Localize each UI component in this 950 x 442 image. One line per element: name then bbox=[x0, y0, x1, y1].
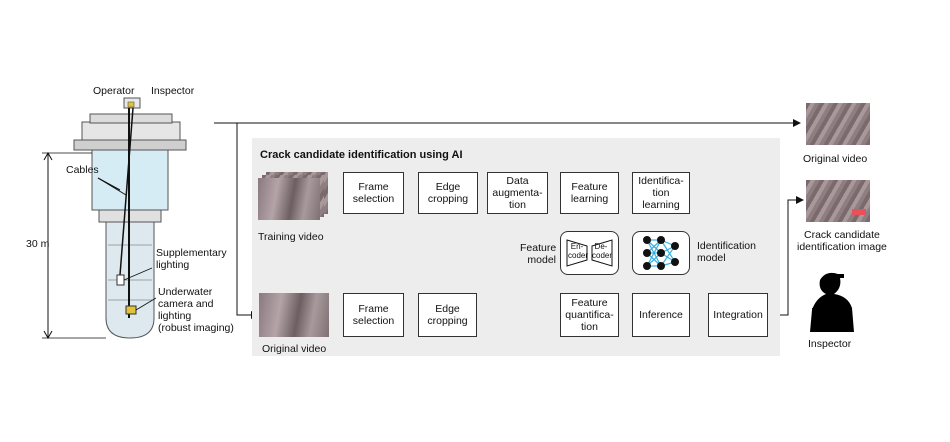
crack-image-label: Crack candidate identification image bbox=[797, 229, 887, 253]
feature-quantification-box: Feature quantifica- tion bbox=[560, 293, 619, 337]
feature-model-box bbox=[560, 231, 619, 275]
data-augmentation-box: Data augmenta- tion bbox=[487, 172, 548, 214]
edge-cropping-box-top: Edge cropping bbox=[418, 172, 478, 214]
decoder-label: De- coder bbox=[592, 242, 613, 260]
inspector-label: Inspector bbox=[808, 338, 852, 350]
training-video-thumb bbox=[258, 178, 320, 220]
edge-cropping-box-bottom: Edge cropping bbox=[418, 293, 477, 337]
underwater-camera-icon bbox=[125, 305, 137, 315]
panel-title: Crack candidate identification using AI bbox=[260, 149, 463, 161]
cables-label: Cables bbox=[66, 164, 99, 176]
original-video-thumb bbox=[259, 293, 329, 337]
output-original-video-label: Original video bbox=[803, 153, 868, 165]
integration-box: Integration bbox=[708, 293, 768, 337]
inspector-top-label: Inspector bbox=[151, 85, 195, 97]
inference-box: Inference bbox=[632, 293, 690, 337]
original-video-label: Original video bbox=[262, 343, 327, 355]
operator-label: Operator bbox=[93, 85, 135, 97]
feature-model-label: Feature model bbox=[520, 242, 557, 266]
inspector-silhouette-icon bbox=[810, 272, 854, 332]
depth-dimension bbox=[42, 151, 106, 340]
supplementary-lighting-icon bbox=[116, 274, 125, 286]
crack-marker bbox=[852, 209, 866, 215]
cables-icon bbox=[97, 107, 134, 318]
frame-selection-box-bottom: Frame selection bbox=[343, 293, 404, 337]
output-original-video-thumb bbox=[806, 103, 870, 145]
frame-selection-box-top: Frame selection bbox=[343, 172, 404, 214]
depth-label: 30 m bbox=[26, 238, 50, 250]
neural-network-icon bbox=[643, 236, 679, 270]
identification-model-label: Identification model bbox=[697, 240, 756, 264]
feature-learning-box: Feature learning bbox=[560, 172, 619, 214]
encoder-decoder-icon bbox=[566, 239, 613, 267]
supplementary-lighting-label: Supplementary lighting bbox=[156, 247, 227, 271]
crack-identification-image bbox=[806, 180, 870, 222]
camera-label: Underwater camera and lighting (robust i… bbox=[158, 286, 234, 334]
encoder-label: En- coder bbox=[568, 242, 589, 260]
training-video-label: Training video bbox=[258, 231, 324, 243]
identification-model-box bbox=[632, 231, 690, 275]
identification-learning-box: Identifica- tion learning bbox=[632, 172, 690, 214]
